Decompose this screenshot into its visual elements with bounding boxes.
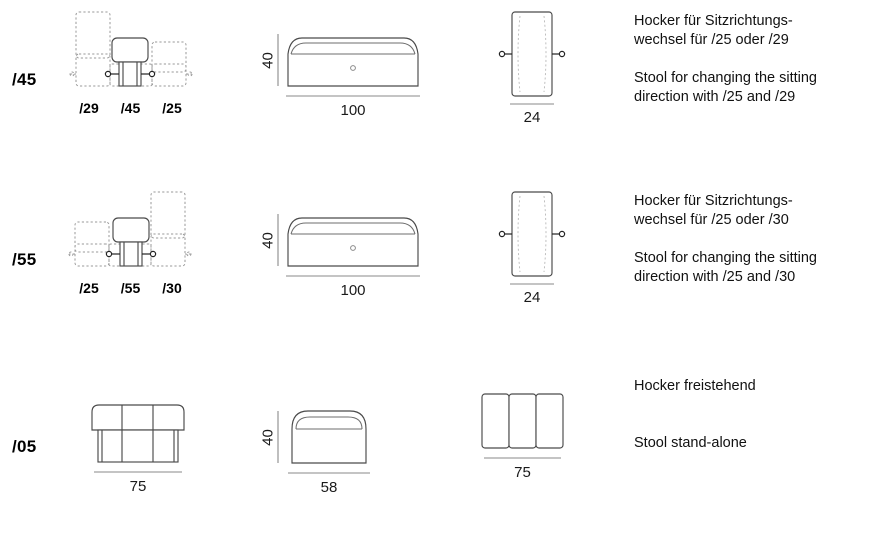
side-width-label: 75 bbox=[514, 464, 531, 481]
side-view-drawing bbox=[481, 393, 564, 459]
drawing-sheet: /45 bbox=[0, 0, 879, 496]
plan-view-drawing bbox=[68, 191, 192, 267]
plan-module-labels: /25 /55 /30 bbox=[79, 280, 182, 296]
front-width-label: 58 bbox=[320, 479, 338, 496]
plan-view-drawing bbox=[91, 404, 185, 473]
front-width-label: 100 bbox=[340, 282, 366, 299]
front-view-drawing bbox=[277, 214, 420, 277]
spec-row-45: /45 bbox=[0, 0, 879, 173]
description-de-line2: wechsel für /25 oder /30 bbox=[634, 212, 789, 228]
side-view: 75 bbox=[478, 390, 578, 481]
front-view-drawing bbox=[277, 410, 370, 474]
description-de-line1: Hocker freistehend bbox=[634, 378, 756, 394]
plan-view-drawing bbox=[69, 11, 193, 87]
front-width-label: 100 bbox=[340, 102, 366, 119]
side-view: 24 bbox=[488, 8, 598, 126]
description-en-line1: Stool stand-alone bbox=[634, 435, 747, 451]
front-height-label: 40 bbox=[259, 429, 277, 446]
description-block: Hocker freistehend Stool stand-alone bbox=[634, 377, 879, 453]
spec-row-05: /05 75 bbox=[0, 365, 879, 538]
side-width-label: 24 bbox=[523, 109, 541, 126]
description-en-line2: direction with /25 and /29 bbox=[634, 89, 796, 105]
description-de-line1: Hocker für Sitzrichtungs- bbox=[634, 13, 793, 29]
front-view: 40 100 bbox=[258, 20, 428, 119]
description-en-line1: Stool for changing the sitting bbox=[634, 250, 817, 266]
row-code: /05 bbox=[12, 437, 37, 456]
plan-view: /29 /45 /25 bbox=[68, 8, 193, 116]
front-view: 40 100 bbox=[258, 200, 428, 299]
row-code: /55 bbox=[12, 250, 37, 269]
plan-view: /25 /55 /30 bbox=[68, 188, 193, 296]
plan-module-labels: /29 /45 /25 bbox=[79, 100, 182, 116]
side-width-label: 24 bbox=[523, 289, 541, 306]
side-view-drawing bbox=[498, 191, 566, 285]
plan-view: 75 bbox=[88, 400, 198, 495]
front-view-drawing bbox=[277, 34, 420, 97]
plan-width-label: 75 bbox=[129, 478, 147, 495]
description-en-line1: Stool for changing the sitting bbox=[634, 70, 817, 86]
spec-row-55: /55 bbox=[0, 180, 879, 353]
front-height-label: 40 bbox=[259, 232, 277, 249]
description-block: Hocker für Sitzrichtungs- wechsel für /2… bbox=[634, 192, 879, 287]
front-view: 40 58 bbox=[258, 397, 388, 496]
description-block: Hocker für Sitzrichtungs- wechsel für /2… bbox=[634, 12, 879, 107]
side-view-drawing bbox=[498, 11, 566, 105]
front-height-label: 40 bbox=[259, 52, 277, 69]
description-en-line2: direction with /25 and /30 bbox=[634, 269, 796, 285]
description-de-line1: Hocker für Sitzrichtungs- bbox=[634, 193, 793, 209]
description-de-line2: wechsel für /25 oder /29 bbox=[634, 32, 789, 48]
side-view: 24 bbox=[488, 188, 598, 306]
row-code: /45 bbox=[12, 70, 37, 89]
